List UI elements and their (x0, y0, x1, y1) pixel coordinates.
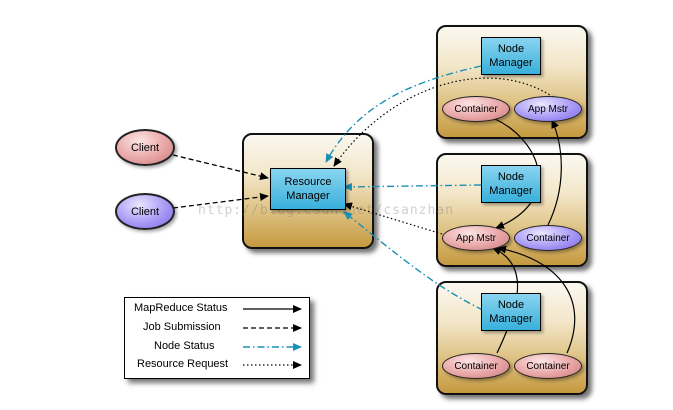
container-node2-b-label: Container (526, 232, 570, 244)
client-2-label: Client (130, 205, 160, 218)
container-node3-a: Container (442, 353, 510, 379)
node-manager-2-line1: Node (497, 171, 525, 183)
client-2: Client (115, 193, 175, 230)
node-manager-1-line1: Node (497, 43, 525, 55)
app-master-node1: App Mstr (514, 96, 582, 122)
node-manager-3-line2: Manager (489, 313, 533, 325)
legend-label-job-submission: Job Submission (143, 321, 221, 333)
node-manager-3-line1: Node (497, 299, 525, 311)
container-node3-b: Container (514, 353, 582, 379)
container-node1-a-label: Container (454, 103, 498, 115)
legend: MapReduce Status Job Submission Node Sta… (124, 297, 310, 379)
container-node2-b: Container (514, 225, 582, 251)
client-1-label: Client (130, 141, 160, 154)
resource-manager-line1: Resource (284, 176, 332, 188)
client-1: Client (115, 129, 175, 166)
app-master-node2: App Mstr (442, 225, 510, 251)
container-node1-a: Container (442, 96, 510, 122)
node-manager-1: Node Manager (481, 37, 541, 75)
container-node3-b-label: Container (526, 360, 570, 372)
node-manager-1-line2: Manager (489, 57, 533, 69)
node-manager-3: Node Manager (481, 293, 541, 331)
node-manager-2-line2: Manager (489, 185, 533, 197)
node-manager-2: Node Manager (481, 165, 541, 203)
resource-manager-line2: Manager (286, 190, 330, 202)
app-master-node1-label: App Mstr (527, 103, 568, 115)
legend-label-node-status: Node Status (154, 340, 215, 352)
legend-label-mapreduce-status: MapReduce Status (134, 302, 228, 314)
legend-line-samples (243, 305, 302, 369)
app-master-node2-label: App Mstr (455, 232, 496, 244)
legend-label-resource-request: Resource Request (137, 358, 229, 370)
container-node3-a-label: Container (454, 360, 498, 372)
resource-manager: Resource Manager (270, 168, 346, 210)
